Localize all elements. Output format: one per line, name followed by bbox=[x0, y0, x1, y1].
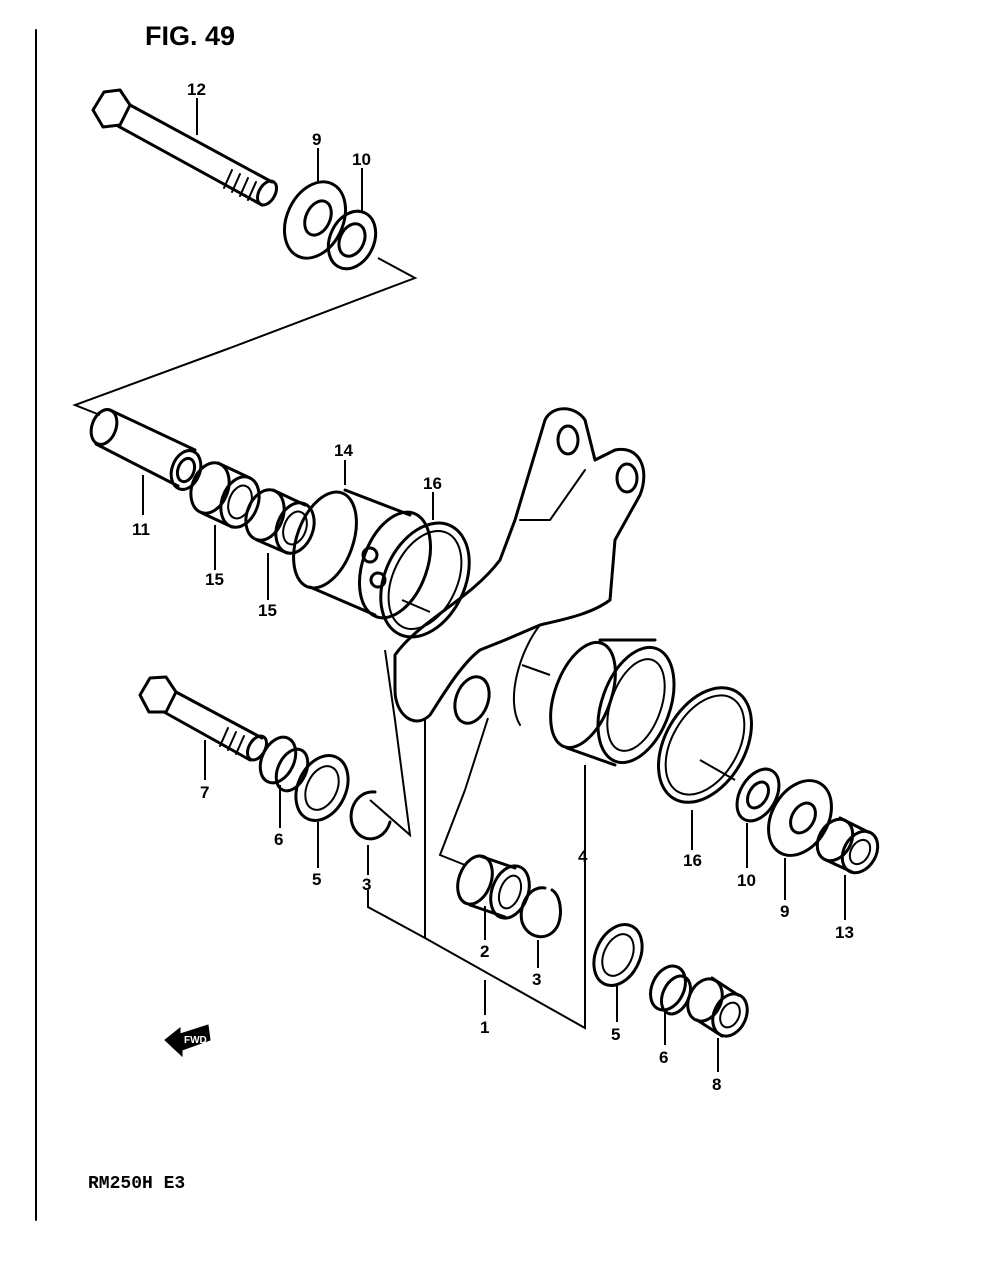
part-8-nut[interactable] bbox=[681, 973, 754, 1041]
part-1-bracket bbox=[367, 765, 586, 1030]
part-10-upper-washer[interactable] bbox=[319, 204, 384, 277]
model-code: RM250H E3 bbox=[88, 1174, 185, 1194]
callout-9-lower: 9 bbox=[780, 902, 789, 921]
part-6-left-collar[interactable] bbox=[253, 731, 314, 795]
callout-7: 7 bbox=[200, 783, 209, 802]
callout-14: 14 bbox=[334, 441, 353, 460]
callout-6-lower: 6 bbox=[659, 1048, 668, 1067]
callout-labels: 12 9 10 14 16 11 15 15 7 6 5 3 2 3 1 4 5… bbox=[132, 80, 854, 1094]
callout-2: 2 bbox=[480, 942, 489, 961]
forward-label: FWD bbox=[184, 1035, 207, 1046]
part-15-bearing-a[interactable] bbox=[184, 457, 266, 532]
callout-4: 4 bbox=[578, 847, 588, 866]
callout-12: 12 bbox=[187, 80, 206, 99]
callout-3-left: 3 bbox=[362, 875, 371, 894]
callout-16-lower: 16 bbox=[683, 851, 702, 870]
part-15-bearing-b[interactable] bbox=[239, 484, 321, 558]
part-12-bolt[interactable] bbox=[91, 88, 280, 208]
figure-title: FIG. 49 bbox=[145, 21, 235, 51]
callout-11: 11 bbox=[132, 520, 150, 539]
part-9-upper-washer[interactable] bbox=[273, 172, 358, 268]
callout-10-upper: 10 bbox=[352, 150, 371, 169]
assembly-path-upper-2 bbox=[72, 347, 231, 416]
part-14-pivot-housing[interactable] bbox=[282, 483, 444, 627]
part-1-cushion-lever[interactable] bbox=[393, 407, 646, 728]
callout-10-lower: 10 bbox=[737, 871, 756, 890]
callout-3-lower: 3 bbox=[532, 970, 541, 989]
callout-15-a: 15 bbox=[205, 570, 224, 589]
forward-arrow-icon: FWD bbox=[164, 1024, 211, 1058]
callout-5-left: 5 bbox=[312, 870, 321, 889]
part-5-left-seal[interactable] bbox=[286, 747, 358, 829]
callout-8: 8 bbox=[712, 1075, 721, 1094]
callout-1: 1 bbox=[480, 1018, 489, 1037]
callout-9-upper: 9 bbox=[312, 130, 321, 149]
callout-6-left: 6 bbox=[274, 830, 283, 849]
part-11-sleeve[interactable] bbox=[87, 406, 206, 494]
part-9-lower-washer[interactable] bbox=[756, 769, 844, 866]
callout-13: 13 bbox=[835, 923, 854, 942]
part-4-needle-bearing[interactable] bbox=[538, 634, 689, 773]
assembly-lines bbox=[369, 599, 736, 938]
callout-15-b: 15 bbox=[258, 601, 277, 620]
part-3-left-circlip[interactable] bbox=[349, 790, 392, 841]
part-2-bushing[interactable] bbox=[451, 851, 536, 923]
part-16-lower-oring[interactable] bbox=[639, 671, 770, 818]
part-7-bolt[interactable] bbox=[138, 675, 270, 763]
part-13-nut[interactable] bbox=[810, 813, 885, 879]
callout-16-upper: 16 bbox=[423, 474, 442, 493]
part-10-lower-washer[interactable] bbox=[728, 762, 787, 828]
callout-leaders bbox=[142, 98, 846, 1072]
callout-5-lower: 5 bbox=[611, 1025, 620, 1044]
assembly-path-upper bbox=[229, 257, 418, 349]
part-5-lower-seal[interactable] bbox=[585, 917, 652, 994]
part-3-lower-circlip[interactable] bbox=[519, 886, 562, 939]
